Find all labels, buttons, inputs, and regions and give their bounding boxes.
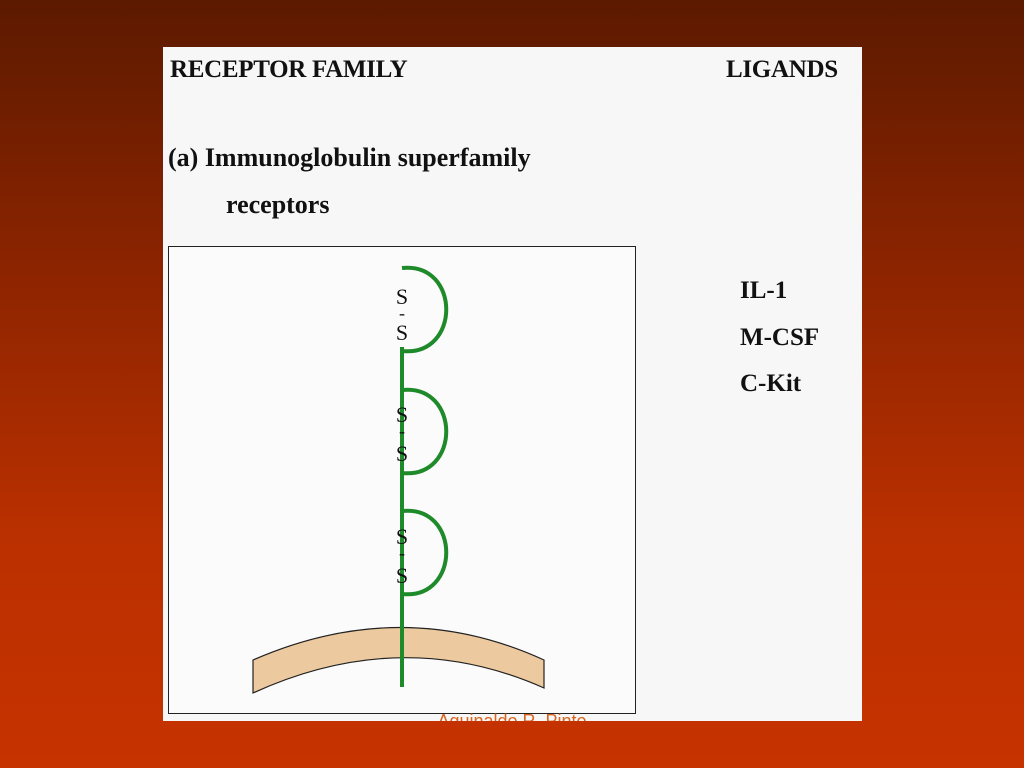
section-title-line1: (a) Immunoglobulin superfamily <box>168 143 531 172</box>
ligands-heading: LIGANDS <box>726 56 838 83</box>
sulfur-label: S <box>396 563 408 588</box>
sulfur-label: S <box>396 284 408 309</box>
footer-author: Aguinaldo R. Pinto <box>437 711 587 721</box>
disulfide-bond-2: S - S <box>396 402 408 466</box>
ligand-item: M-CSF <box>740 324 820 351</box>
ig-domain-1 <box>401 265 449 354</box>
cell-membrane <box>252 626 545 694</box>
sulfur-label: S <box>396 524 408 549</box>
bond-dash: - <box>399 303 405 323</box>
sulfur-label: S <box>396 402 408 427</box>
receptor-diagram-box: S - S S - S S - S <box>168 246 636 714</box>
ligand-item: IL-1 <box>740 277 788 304</box>
disulfide-bond-1: S - S <box>396 284 408 345</box>
receptor-family-heading: RECEPTOR FAMILY <box>170 56 408 83</box>
sulfur-label: S <box>396 441 408 466</box>
disulfide-bond-3: S - S <box>396 524 408 588</box>
ig-domain-3 <box>401 508 449 597</box>
receptor-diagram: S - S S - S S - S <box>252 265 545 694</box>
bond-dash: - <box>399 421 405 441</box>
bond-dash: - <box>399 543 405 563</box>
section-title-line2: receptors <box>226 190 330 219</box>
sulfur-label: S <box>396 320 408 345</box>
ligand-item: C-Kit <box>740 370 802 397</box>
ig-domain-2 <box>401 387 449 476</box>
